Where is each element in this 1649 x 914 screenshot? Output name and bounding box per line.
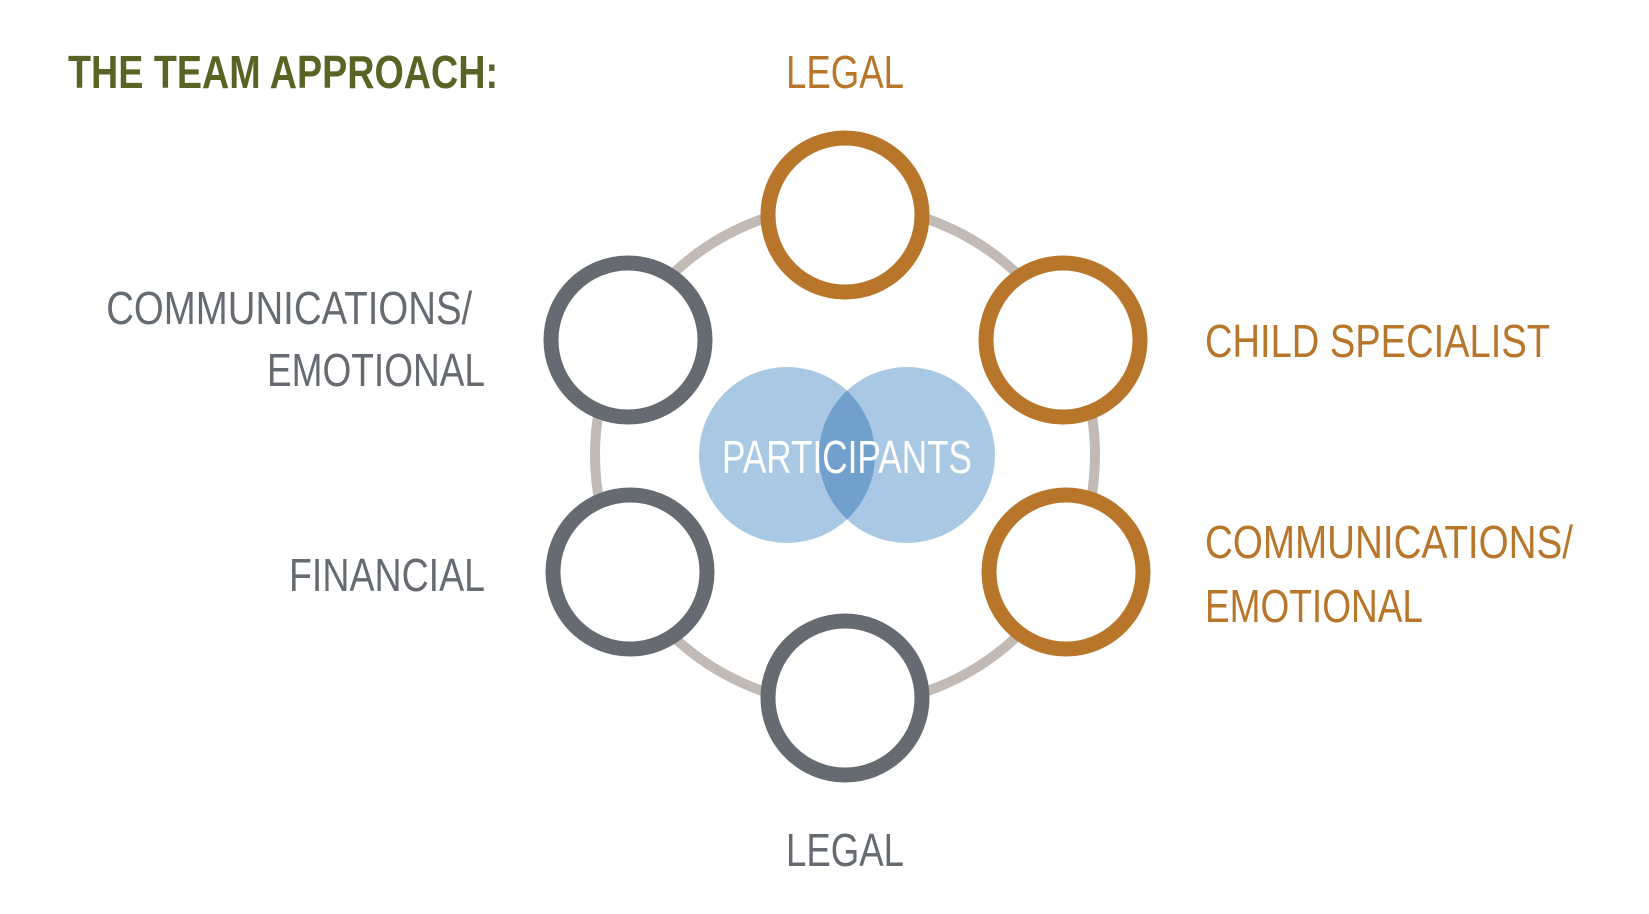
node-circle-communications-left [543,255,713,425]
team-node-legal-bottom: LEGAL [760,613,930,876]
node-circle-communications-right [981,487,1151,657]
node-circle-child-specialist [978,255,1148,425]
node-circle-legal-top [760,130,930,300]
team-node-child-specialist: CHILD SPECIALIST [978,255,1550,425]
node-label-communications-left: COMMUNICATIONS/ EMOTIONAL [106,282,485,396]
page-title: THE TEAM APPROACH: [68,46,498,98]
participant-overlap [818,390,875,520]
node-label-communications-right: COMMUNICATIONS/ EMOTIONAL [1205,516,1586,632]
participants-label: PARTICIPANTS [722,431,972,483]
node-label-legal-bottom: LEGAL [786,824,904,876]
node-circle-legal-bottom [760,613,930,783]
node-label-financial: FINANCIAL [289,549,485,601]
team-node-communications-right: COMMUNICATIONS/ EMOTIONAL [981,487,1586,657]
node-label-legal-top: LEGAL [786,46,904,98]
node-circle-financial [545,487,715,657]
team-node-legal-top: LEGAL [760,46,930,300]
team-node-communications-left: COMMUNICATIONS/ EMOTIONAL [106,255,713,425]
team-node-financial: FINANCIAL [289,487,715,657]
participants-venn: PARTICIPANTS [699,367,995,543]
node-label-child-specialist: CHILD SPECIALIST [1205,315,1550,367]
